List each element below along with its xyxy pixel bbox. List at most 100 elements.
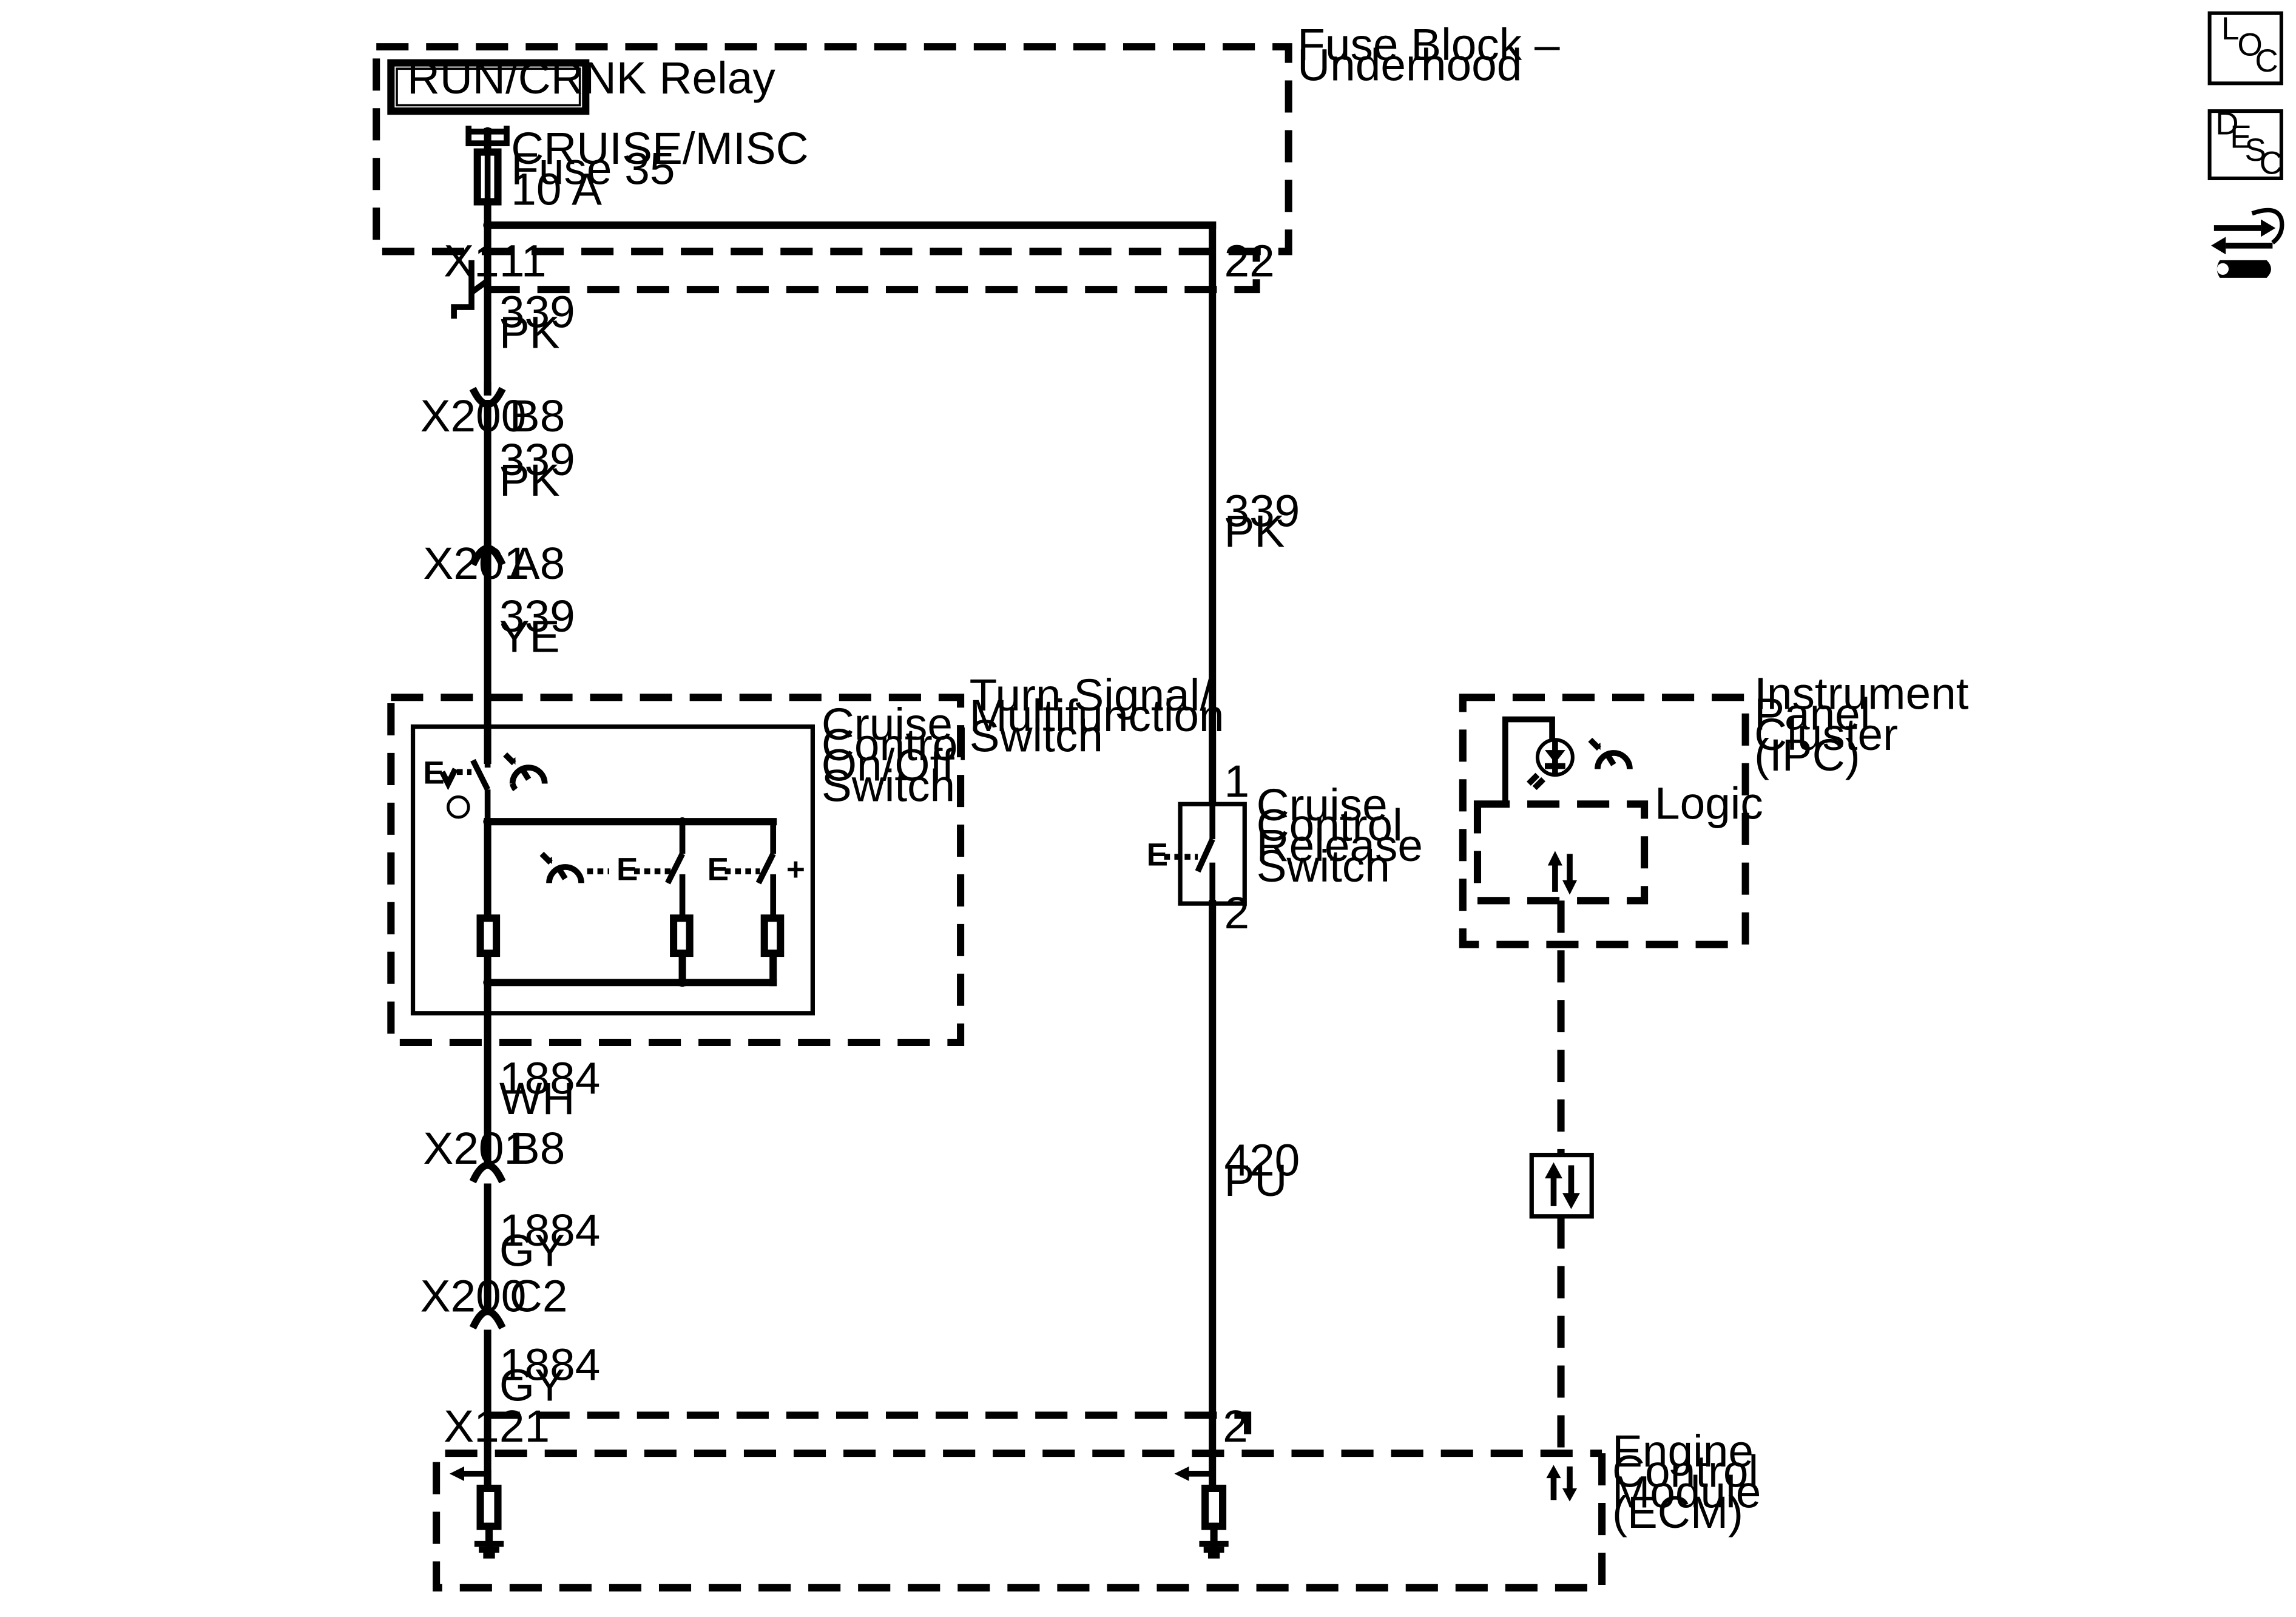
fuse-block-title-line2: Underhood [1297,39,1522,90]
x1-top-pin-left: 11 [499,235,547,286]
desc-letter-s: S [2245,132,2266,168]
wire-w2-color: PK [499,454,560,505]
desc-letter-d: D [2215,106,2238,142]
wire-w1-color: PK [499,307,560,358]
connector-x201-b8: X201 B8 [423,1122,566,1184]
x1-bottom-pin-left: 21 [499,1400,550,1451]
wire-w6-circuit: 1884 [499,1339,600,1390]
fuse-block-title-line1: Fuse Block – [1297,19,1560,70]
turn-signal-label-line3: Switch [970,711,1103,761]
x1-top-pin-right: 22 [1224,235,1274,286]
ipc-indicator-wiring [1502,716,1555,805]
ipc-logic-label: Logic [1655,777,1763,828]
run-crnk-relay: RUN/CRNK Relay [387,52,775,115]
diagnostic-tools-button[interactable] [2211,208,2284,278]
wire-w4-circuit: 1884 [499,1052,600,1103]
ecm-input-onoff [449,1466,504,1559]
ipc-label-line2: Panel [1754,688,1870,739]
ecm-label-line4: (ECM) [1612,1487,1743,1538]
fuse-block-underhood: Fuse Block – Underhood [373,19,1560,255]
ipc-speedometer-icon [1588,737,1633,769]
release-switch-contact [1195,838,1215,873]
onoff-switch-contact [470,758,490,791]
ipc-label-line3: Cluster [1754,709,1898,760]
desc-letter-c: C [2260,146,2283,181]
onoff-label-line3: On/Off [822,740,954,791]
set-resistor [670,914,694,957]
ipc-label-line4: (IPC) [1754,729,1860,780]
turn-signal-label-line2: Multifunction [970,690,1224,741]
ground-icon-left [474,1541,504,1559]
x1-bottom-name: X1 [444,1400,499,1451]
ground-icon-right [1199,1541,1229,1559]
connector-x1-bottom: X1 21 2 [444,1400,1252,1454]
onoff-label-line2: Control [822,719,968,770]
set-switch-contact [665,852,685,885]
wire-w7-circuit: 339 [1224,485,1300,536]
ipc-data-arrows-icon [1547,851,1578,895]
cruise-control-onoff-switch: Cruise Control On/Off Switch E [410,698,968,1016]
release-label-line3: Release [1257,820,1423,871]
relay-label: RUN/CRNK Relay [407,52,775,103]
engine-control-module: Engine Control Module (ECM) [433,1425,1761,1592]
fuse-35: CRUISE/MISC Fuse 35 10 A [473,123,809,214]
wire-w6-color: GY [499,1359,565,1410]
diagnostic-tools-icon [2211,208,2284,278]
connector-x200-c2: X200 C2 [420,1270,568,1330]
set-speedometer-icon [539,851,609,883]
desc-button[interactable]: D E S C [2207,106,2283,181]
wire-w5-color: GY [499,1225,565,1276]
release-label-line2: Control [1257,800,1403,851]
wire-w2-circuit: 339 [499,434,575,485]
connector-x200-b8: X200 B8 [420,382,566,441]
instrument-panel-cluster: Instrument Panel Cluster (IPC) Logic [1459,668,1969,948]
fuse-label-line3: 10 A [511,163,602,214]
cruise-speedometer-icon [503,752,548,792]
wire-w5-circuit: 1884 [499,1204,600,1255]
onoff-indicator-circle [447,795,470,819]
connector-x201-a8: X201 A8 [423,538,565,589]
fuse-label-line1: CRUISE/MISC [511,123,808,174]
connector-x1-top: X1 11 22 [444,235,1275,319]
wire-w1-circuit: 339 [499,286,575,337]
onoff-label-line1: Cruise [822,698,953,749]
ecm-label-line2: Control [1612,1446,1758,1497]
release-pin-top: 1 [1224,755,1249,806]
release-label-line1: Cruise [1257,779,1388,830]
loc-button[interactable]: L O C [2207,11,2283,86]
wire-w3-circuit: 339 [499,590,575,641]
ecm-label-line1: Engine [1612,1425,1754,1476]
onoff-label-line4: Switch [822,760,955,811]
x1-bottom-pin-right: 2 [1223,1400,1248,1451]
x201-top-name: X201 [423,538,529,589]
wire-w7-color: PK [1224,505,1285,556]
turn-signal-label-line1: Turn Signal/ [970,669,1213,720]
desc-letter-e: E [2230,119,2251,155]
release-pin-bottom: 2 [1224,887,1249,938]
x201-bottom-pin: B8 [510,1122,566,1173]
turn-signal-multifunction-switch: Turn Signal/ Multifunction Switch [387,669,1224,1047]
x1-top-pigtail-icon [451,260,474,319]
ecm-data-arrows-icon [1546,1465,1578,1502]
onoff-resistor [476,914,501,957]
x201-top-pin: A8 [510,538,566,589]
wire-w8-circuit: 420 [1224,1134,1300,1185]
fuse-label-line2: Fuse 35 [511,143,675,194]
cruise-control-release-switch: E 1 2 Cruise Control Release Switch [1147,755,1423,938]
loc-letter-l: L [2221,11,2240,47]
x200-top-pin: B8 [510,390,566,441]
ipc-label-line1: Instrument [1754,668,1969,719]
cruise-indicator-led-icon [1527,738,1575,791]
resume-switch-contact [755,852,776,885]
wire-w8-color: PU [1224,1155,1287,1206]
wire-w3-color: YE [499,611,560,662]
loc-letter-o: O [2237,27,2262,63]
resume-resistor [760,914,785,957]
x200-bottom-pin: C2 [510,1270,568,1321]
x200-top-name: X200 [420,390,527,441]
wire-w4-color: WH [499,1073,575,1124]
plus-glyph: + [786,852,805,888]
loc-letter-c: C [2255,43,2278,79]
x200-bottom-name: X200 [420,1270,527,1321]
